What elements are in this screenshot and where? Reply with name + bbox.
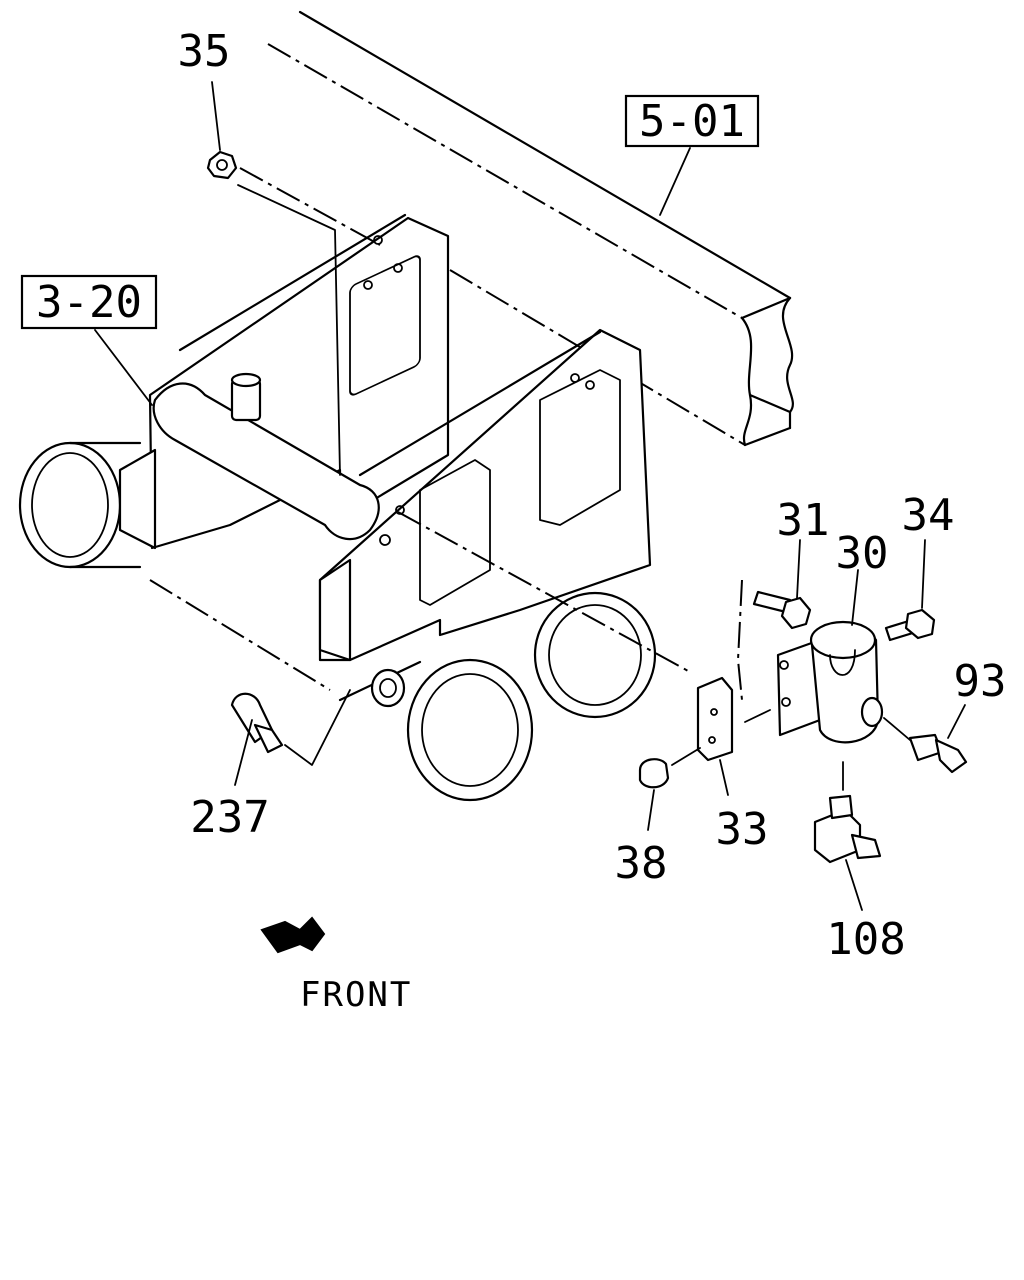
leader-3-20 — [94, 329, 153, 406]
tank-rear — [533, 591, 657, 719]
bracket-frame-face — [118, 448, 352, 662]
label-34: 34 — [902, 490, 955, 541]
nut-35[interactable] — [206, 81, 381, 476]
label-38: 38 — [615, 838, 668, 889]
bolt-31[interactable] — [736, 539, 812, 701]
ref-box-5-01[interactable]: 5-01 — [624, 94, 760, 148]
ref-3-20-label: 3-20 — [36, 277, 142, 328]
label-31: 31 — [777, 495, 830, 546]
ref-box-3-20[interactable]: 3-20 — [20, 274, 158, 330]
cross-tube — [152, 382, 380, 541]
label-33: 33 — [716, 804, 769, 855]
frame-rail — [267, 10, 794, 447]
label-35: 35 — [178, 26, 231, 77]
fitting-237[interactable] — [149, 579, 351, 786]
label-237: 237 — [190, 792, 269, 843]
leader-5-01 — [659, 147, 691, 216]
label-108: 108 — [826, 914, 905, 965]
fitting-93[interactable] — [883, 704, 968, 774]
tank-front — [338, 658, 534, 802]
ref-5-01-label: 5-01 — [639, 96, 745, 147]
valve-30[interactable] — [744, 569, 884, 744]
bolt-34[interactable] — [884, 539, 936, 642]
front-label: FRONT — [300, 975, 412, 1015]
frame-fitting — [230, 372, 406, 708]
bracket-33[interactable] — [397, 511, 734, 796]
label-30: 30 — [836, 528, 889, 579]
nut-38[interactable] — [638, 747, 701, 831]
fitting-108[interactable] — [813, 761, 882, 911]
bracket-frame-front — [318, 328, 652, 662]
label-93: 93 — [954, 656, 1007, 707]
front-arrow-icon — [260, 916, 326, 954]
